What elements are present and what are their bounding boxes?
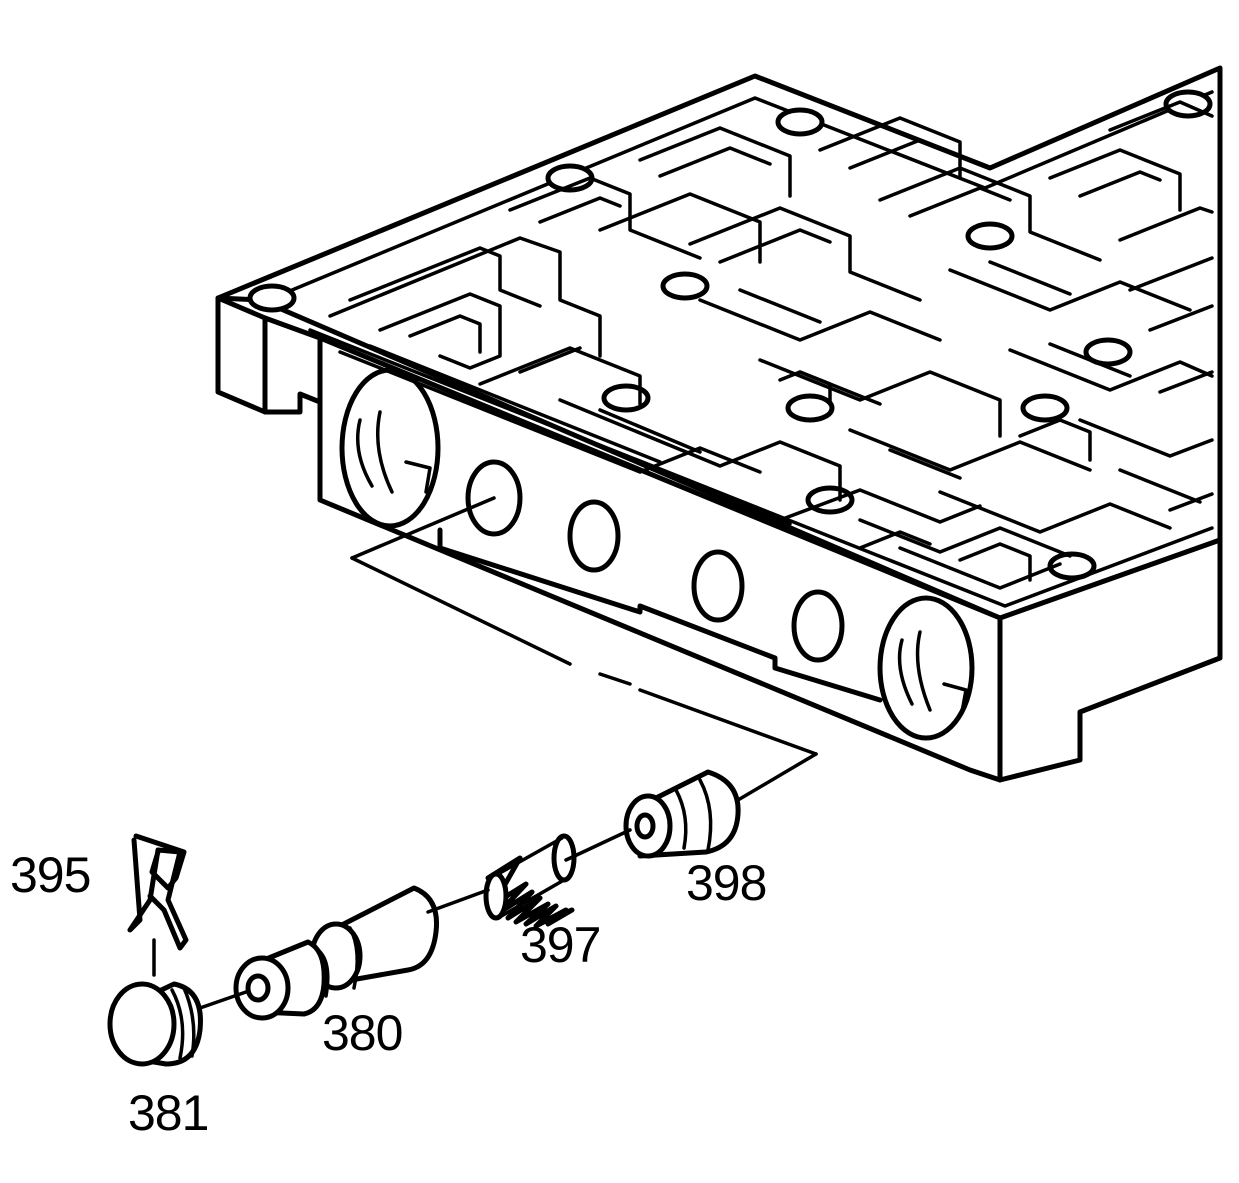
part-397-spring	[483, 833, 577, 929]
bore-right-large	[877, 595, 975, 741]
callout-397: 397	[520, 917, 601, 973]
valve-body-casting	[215, 65, 1223, 783]
callout-381: 381	[128, 1085, 209, 1141]
callout-398: 398	[686, 855, 767, 911]
callout-380: 380	[322, 1005, 403, 1061]
callout-395: 395	[10, 847, 91, 903]
part-395-retaining-clip	[127, 833, 189, 951]
bore-left-large	[339, 367, 441, 529]
part-380-valve	[233, 885, 440, 1021]
bore-4	[791, 589, 845, 663]
bore-2	[567, 499, 621, 573]
part-381-plug	[107, 981, 203, 1067]
bore-3	[691, 549, 745, 623]
alignment-lines	[152, 496, 818, 1010]
fluid-channels	[328, 100, 1214, 590]
part-398-bore-plug	[623, 769, 741, 859]
